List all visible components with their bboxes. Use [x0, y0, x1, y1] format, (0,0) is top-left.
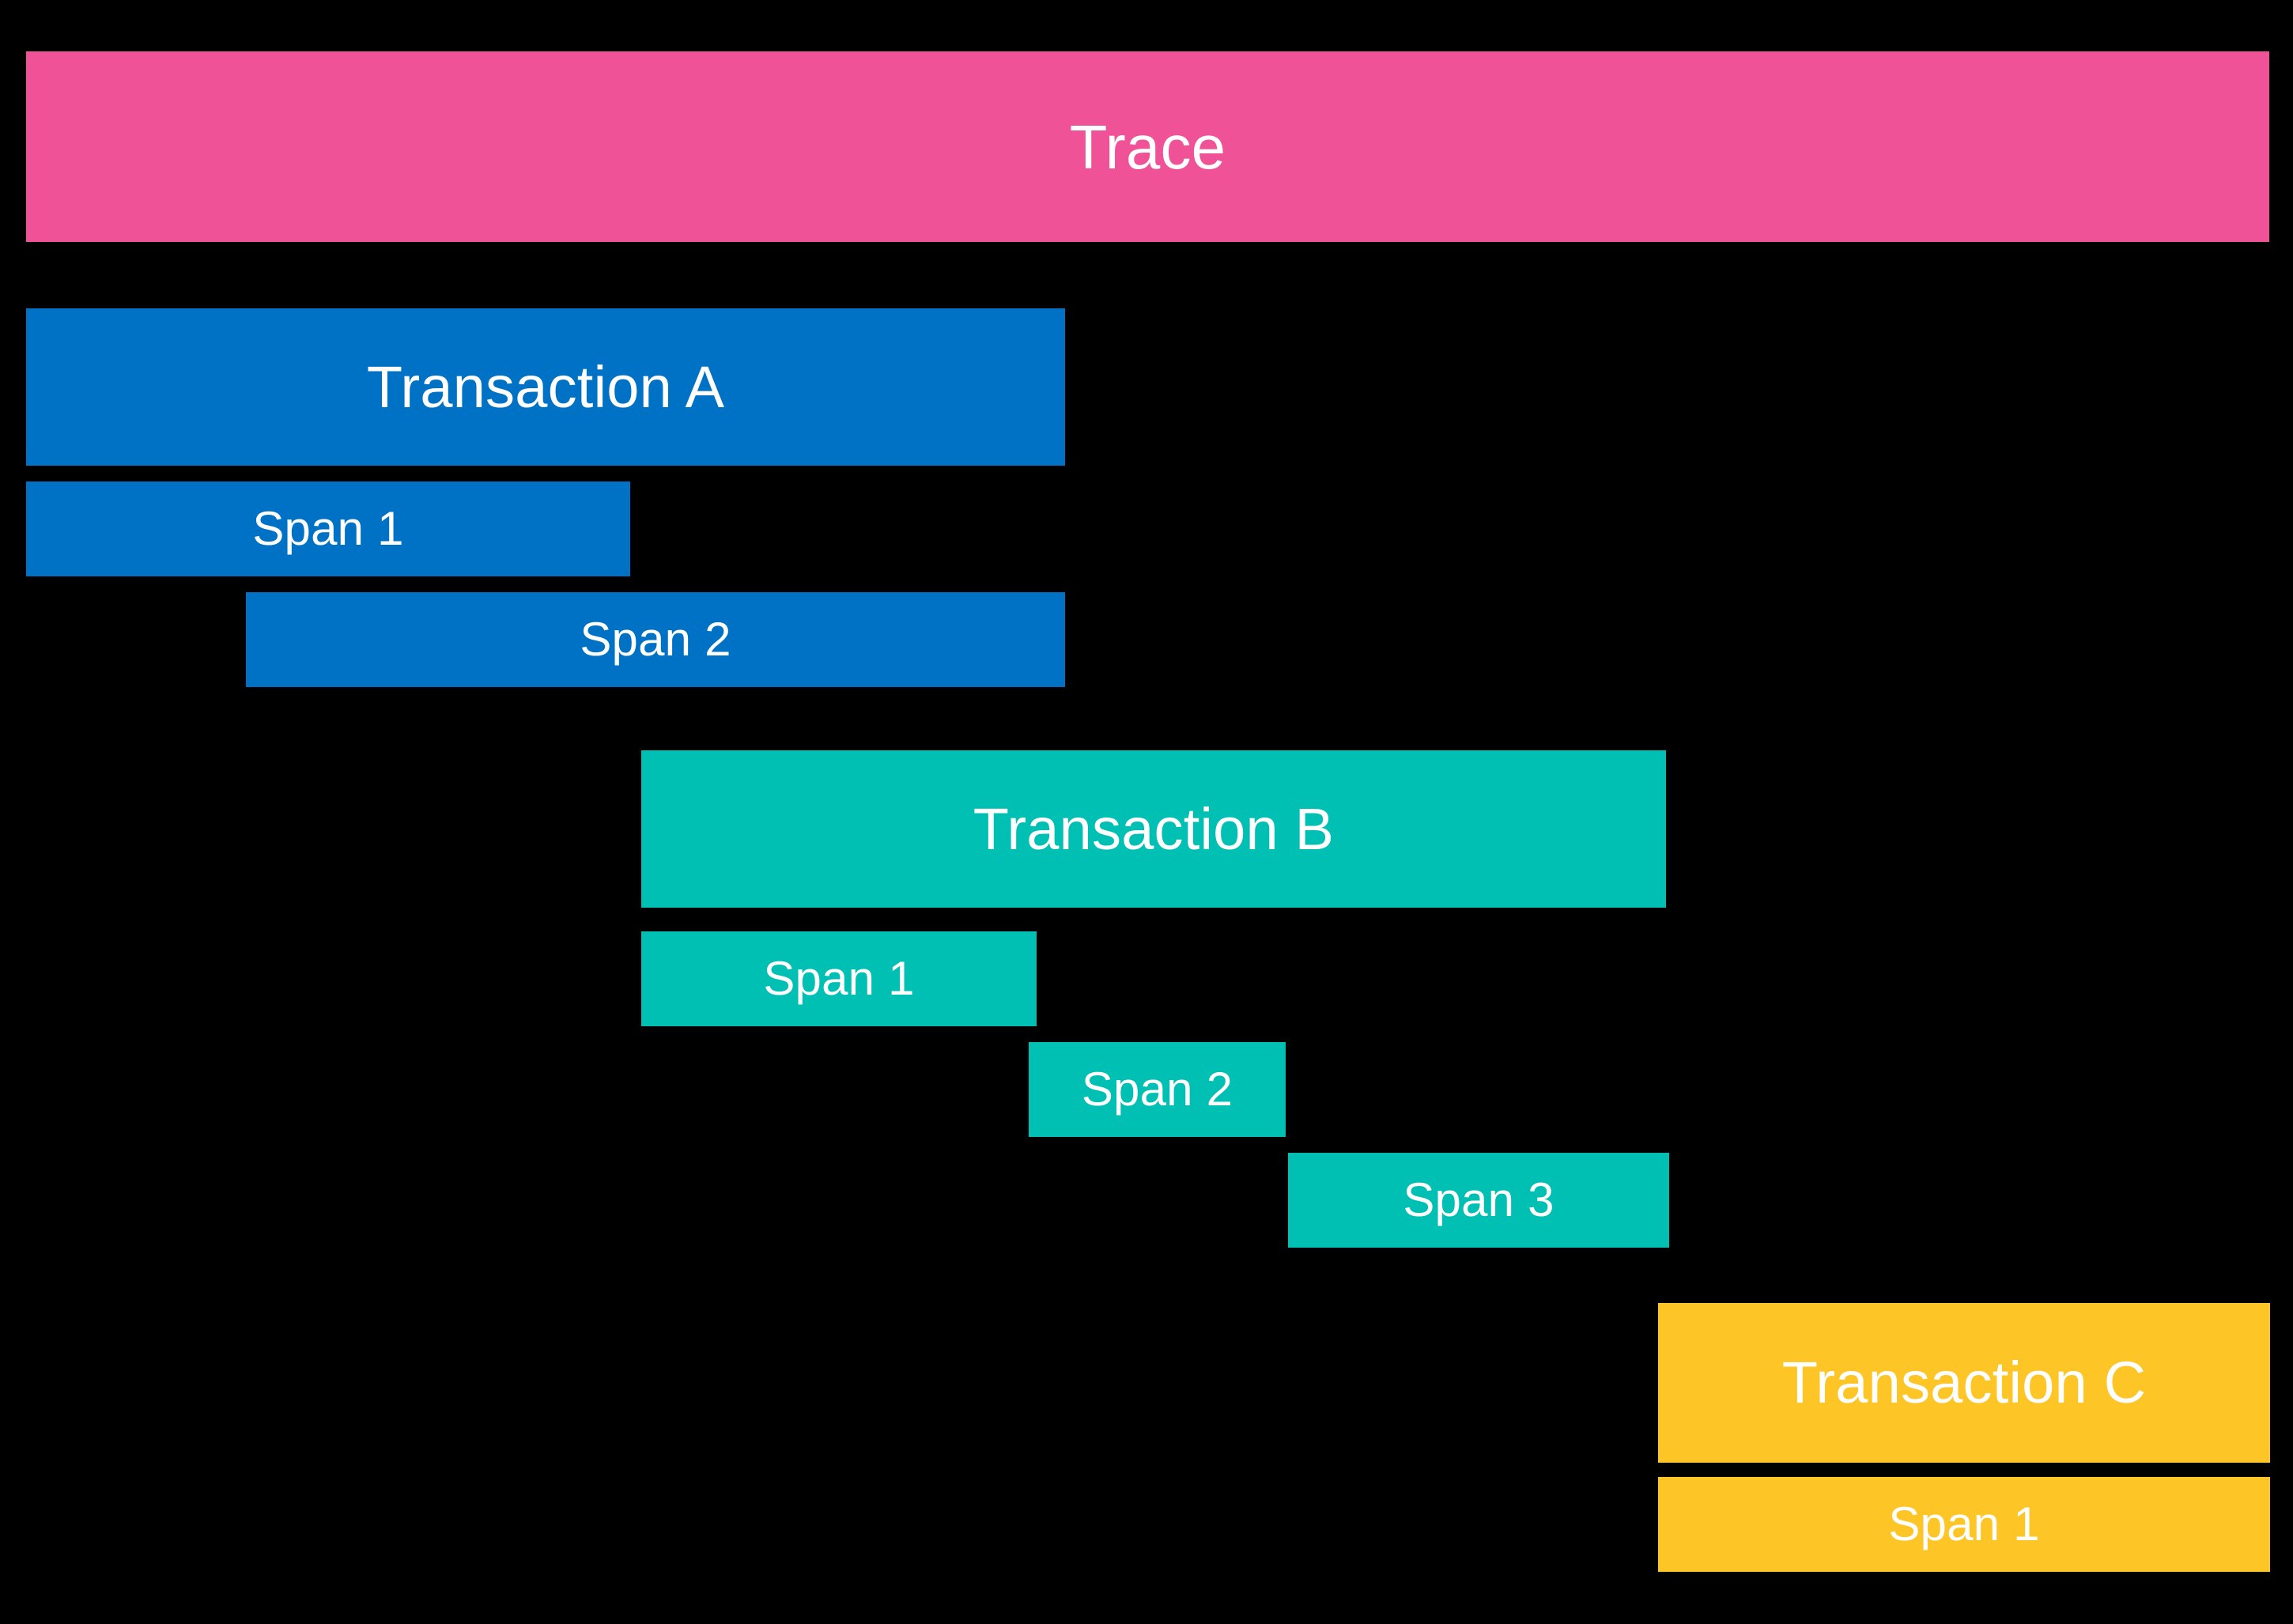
bar-trace[interactable]: Trace: [26, 51, 2269, 242]
bar-transaction-a[interactable]: Transaction A: [26, 308, 1065, 466]
bar-label-transaction-c: Transaction C: [1781, 1350, 2147, 1415]
bar-label-transaction-a-span-2: Span 2: [580, 613, 731, 666]
bar-label-transaction-c-span-1: Span 1: [1888, 1497, 2040, 1550]
bar-transaction-b-span-1[interactable]: Span 1: [641, 931, 1037, 1026]
bar-transaction-b-span-3[interactable]: Span 3: [1288, 1153, 1669, 1248]
bar-transaction-a-span-1[interactable]: Span 1: [26, 482, 630, 576]
bar-transaction-b-span-2[interactable]: Span 2: [1029, 1042, 1286, 1137]
bar-label-transaction-b-span-1: Span 1: [763, 952, 915, 1005]
bar-label-transaction-b: Transaction B: [973, 795, 1335, 862]
bar-label-transaction-a-span-1: Span 1: [252, 502, 404, 555]
bar-label-transaction-b-span-2: Span 2: [1081, 1063, 1233, 1116]
bar-label-transaction-b-span-3: Span 3: [1403, 1173, 1554, 1226]
bar-transaction-b[interactable]: Transaction B: [641, 750, 1666, 908]
bar-transaction-c-span-1[interactable]: Span 1: [1658, 1477, 2270, 1572]
bar-label-transaction-a: Transaction A: [366, 353, 725, 420]
bar-label-trace: Trace: [1069, 111, 1226, 182]
bar-transaction-c[interactable]: Transaction C: [1658, 1303, 2270, 1463]
bar-transaction-a-span-2[interactable]: Span 2: [246, 592, 1065, 687]
